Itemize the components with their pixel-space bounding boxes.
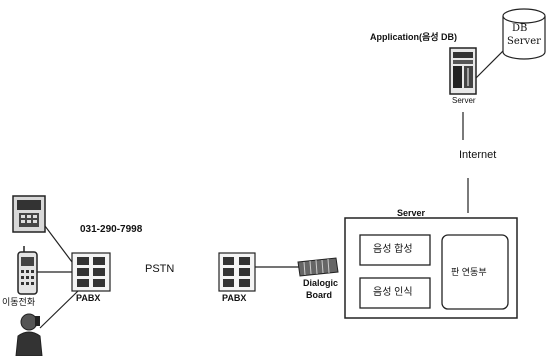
app-server-label: Application(음성 DB) [370,33,457,42]
db-label-line1: DB [512,24,527,34]
speech-recognition-label: 음성 인식 [373,288,413,298]
right-pabx-icon [219,253,255,291]
application-server-icon [450,48,476,94]
dialogic-label-line2: Board [306,291,332,300]
mobile-phone-icon [18,246,37,294]
internet-label: Internet [459,150,496,161]
dialogic-label-line1: Dialogic [303,279,338,288]
db-cylinder-icon [503,9,545,59]
left-pabx-icon [72,253,110,291]
main-server-title: Server [397,209,425,218]
pstn-label: PSTN [145,264,174,275]
deskphone-pabx-link [45,226,72,262]
left-pabx-label: PABX [76,294,100,303]
person-caller-icon [16,314,42,356]
right-pabx-label: PABX [222,294,246,303]
person-pabx-link [40,291,78,328]
desk-phone-icon [13,196,45,232]
phone-number-label: 031-290-7998 [80,225,142,235]
app-server-sublabel: Server [452,97,476,105]
speech-synthesis-label: 음성 합성 [373,245,413,255]
dialogic-board-icon [298,258,338,276]
mobile-phone-label: 이동전화 [2,298,35,307]
interface-unit-label: 판 연동부 [451,268,487,277]
db-label-line2: Server [507,37,541,47]
